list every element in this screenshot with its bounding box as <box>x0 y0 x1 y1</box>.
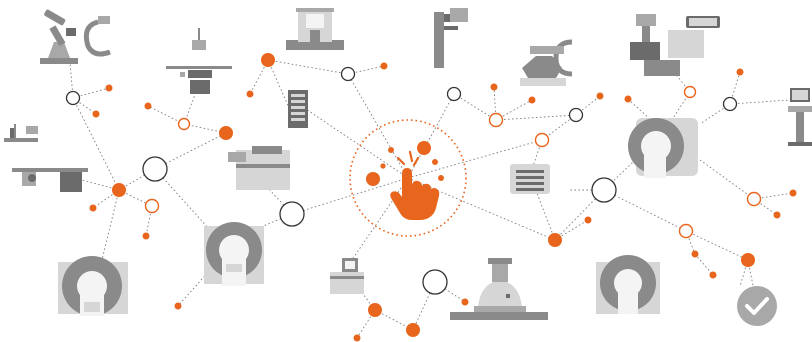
server-rack-icon <box>288 90 308 128</box>
ultrasound-cart-icon <box>788 88 812 146</box>
node-dot <box>219 126 233 140</box>
x-ray-column-icon <box>434 8 468 68</box>
node-dot <box>105 84 113 92</box>
node-dot <box>89 204 97 212</box>
node-dot <box>773 211 781 219</box>
node-ring <box>683 85 697 99</box>
node-ring <box>65 90 81 106</box>
ct-scanner-icon <box>628 118 698 178</box>
checkmark-badge-icon <box>737 286 777 326</box>
node-ring <box>746 191 762 207</box>
node-dot <box>368 303 382 317</box>
node-dot <box>548 233 562 247</box>
lab-analyzer-icon <box>228 146 290 190</box>
gray-ring-nodes <box>65 66 738 295</box>
node-dot <box>709 271 717 279</box>
node-dot <box>736 68 744 76</box>
node-ring <box>591 177 617 203</box>
node-ring <box>177 117 191 131</box>
node-dot <box>461 298 469 306</box>
radiotherapy-linac-icon <box>450 258 548 320</box>
node-dot <box>691 250 699 258</box>
orange-nodes <box>89 53 797 342</box>
node-dot <box>112 183 126 197</box>
node-dot <box>353 334 361 342</box>
robotic-arm-icon <box>40 9 111 64</box>
node-dot <box>380 62 388 70</box>
node-ring <box>144 198 160 214</box>
orange-ring-nodes <box>144 85 762 239</box>
node-dot <box>624 95 632 103</box>
node-dot <box>144 102 152 110</box>
node-ring <box>488 112 504 128</box>
lab-workstation-icon <box>4 124 88 192</box>
node-dot <box>490 83 498 91</box>
hub-ring <box>349 119 467 237</box>
ceiling-lamp-icon <box>630 14 720 76</box>
node-ring <box>722 96 738 112</box>
tap-hand-icon <box>366 141 444 220</box>
patient-monitor-icon <box>330 258 364 294</box>
node-dot <box>261 53 275 67</box>
node-dot <box>406 323 420 337</box>
node-dot <box>741 253 755 267</box>
node-dot <box>92 110 100 118</box>
mri-scanner-icon <box>596 255 660 314</box>
node-ring <box>422 269 448 295</box>
lab-analyzer-icon <box>286 8 344 50</box>
node-dot <box>584 216 592 224</box>
node-ring <box>568 107 584 123</box>
node-dot <box>174 302 182 310</box>
node-ring <box>279 201 305 227</box>
node-ring <box>142 156 168 182</box>
node-ring <box>340 66 356 82</box>
node-dot <box>142 232 150 240</box>
mri-scanner-icon <box>58 256 128 316</box>
node-dot <box>528 96 536 104</box>
node-dot <box>596 92 604 100</box>
node-ring <box>534 132 550 148</box>
ct-scanner-icon <box>204 222 264 286</box>
node-dot <box>789 189 797 197</box>
control-panel-icon <box>510 164 550 194</box>
surgical-table-icon <box>166 28 232 94</box>
c-arm-chair-icon <box>520 39 573 86</box>
central-hub <box>349 119 467 237</box>
node-dot <box>246 90 254 98</box>
node-ring <box>678 223 694 239</box>
node-ring <box>446 86 462 102</box>
